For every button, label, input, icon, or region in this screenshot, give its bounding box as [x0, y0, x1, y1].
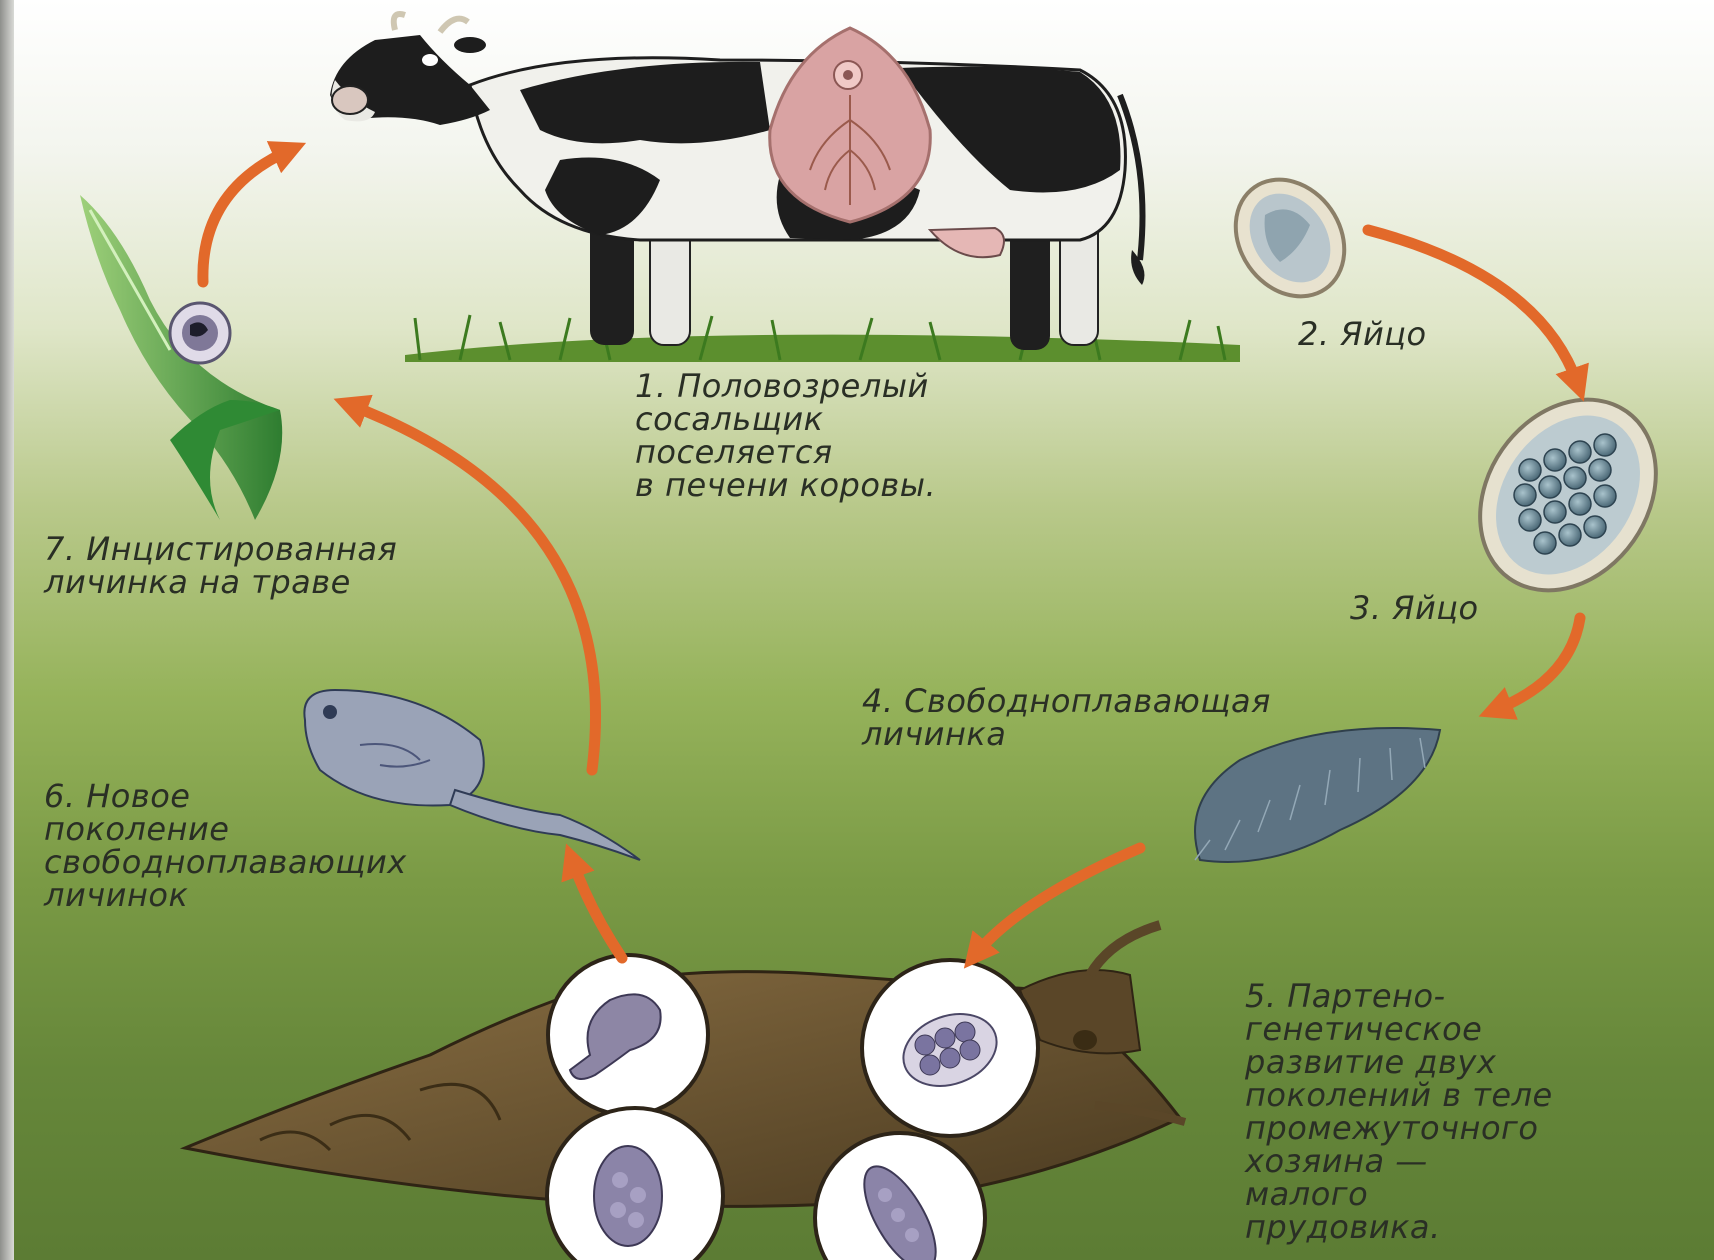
stage-6-label: 6. Новое поколение свободноплавающих лич…: [44, 780, 407, 912]
arrow-1-to-2: [1368, 230, 1578, 385]
cyst-illustration: [170, 303, 230, 363]
stage-4-label: 4. Свободноплавающая личинка: [862, 685, 1271, 751]
egg-illustration: [1444, 366, 1692, 625]
stage-2-label: 2. Яйцо: [1298, 318, 1427, 351]
arrow-7-to-1: [203, 150, 290, 282]
stage-3-label: 3. Яйцо: [1350, 592, 1479, 625]
snail-illustration: [185, 925, 1185, 1260]
egg-illustration: [1213, 159, 1366, 318]
cycle-arrows: [203, 150, 1580, 958]
arrow-5-to-6: [572, 860, 622, 958]
stage-1-label: 1. Половозрелый сосальщик поселяется в п…: [635, 370, 936, 502]
stage-5-label: 5. Партено- генетическое развитие двух п…: [1245, 980, 1553, 1244]
grass-patch: [405, 315, 1240, 362]
cow-illustration: [330, 14, 1144, 350]
stage-7-label: 7. Инцистированная личинка на траве: [44, 533, 397, 599]
arrow-3-to-4: [1495, 618, 1580, 710]
arrow-4-to-5: [975, 848, 1140, 955]
liver-fluke-illustration: [770, 28, 931, 222]
